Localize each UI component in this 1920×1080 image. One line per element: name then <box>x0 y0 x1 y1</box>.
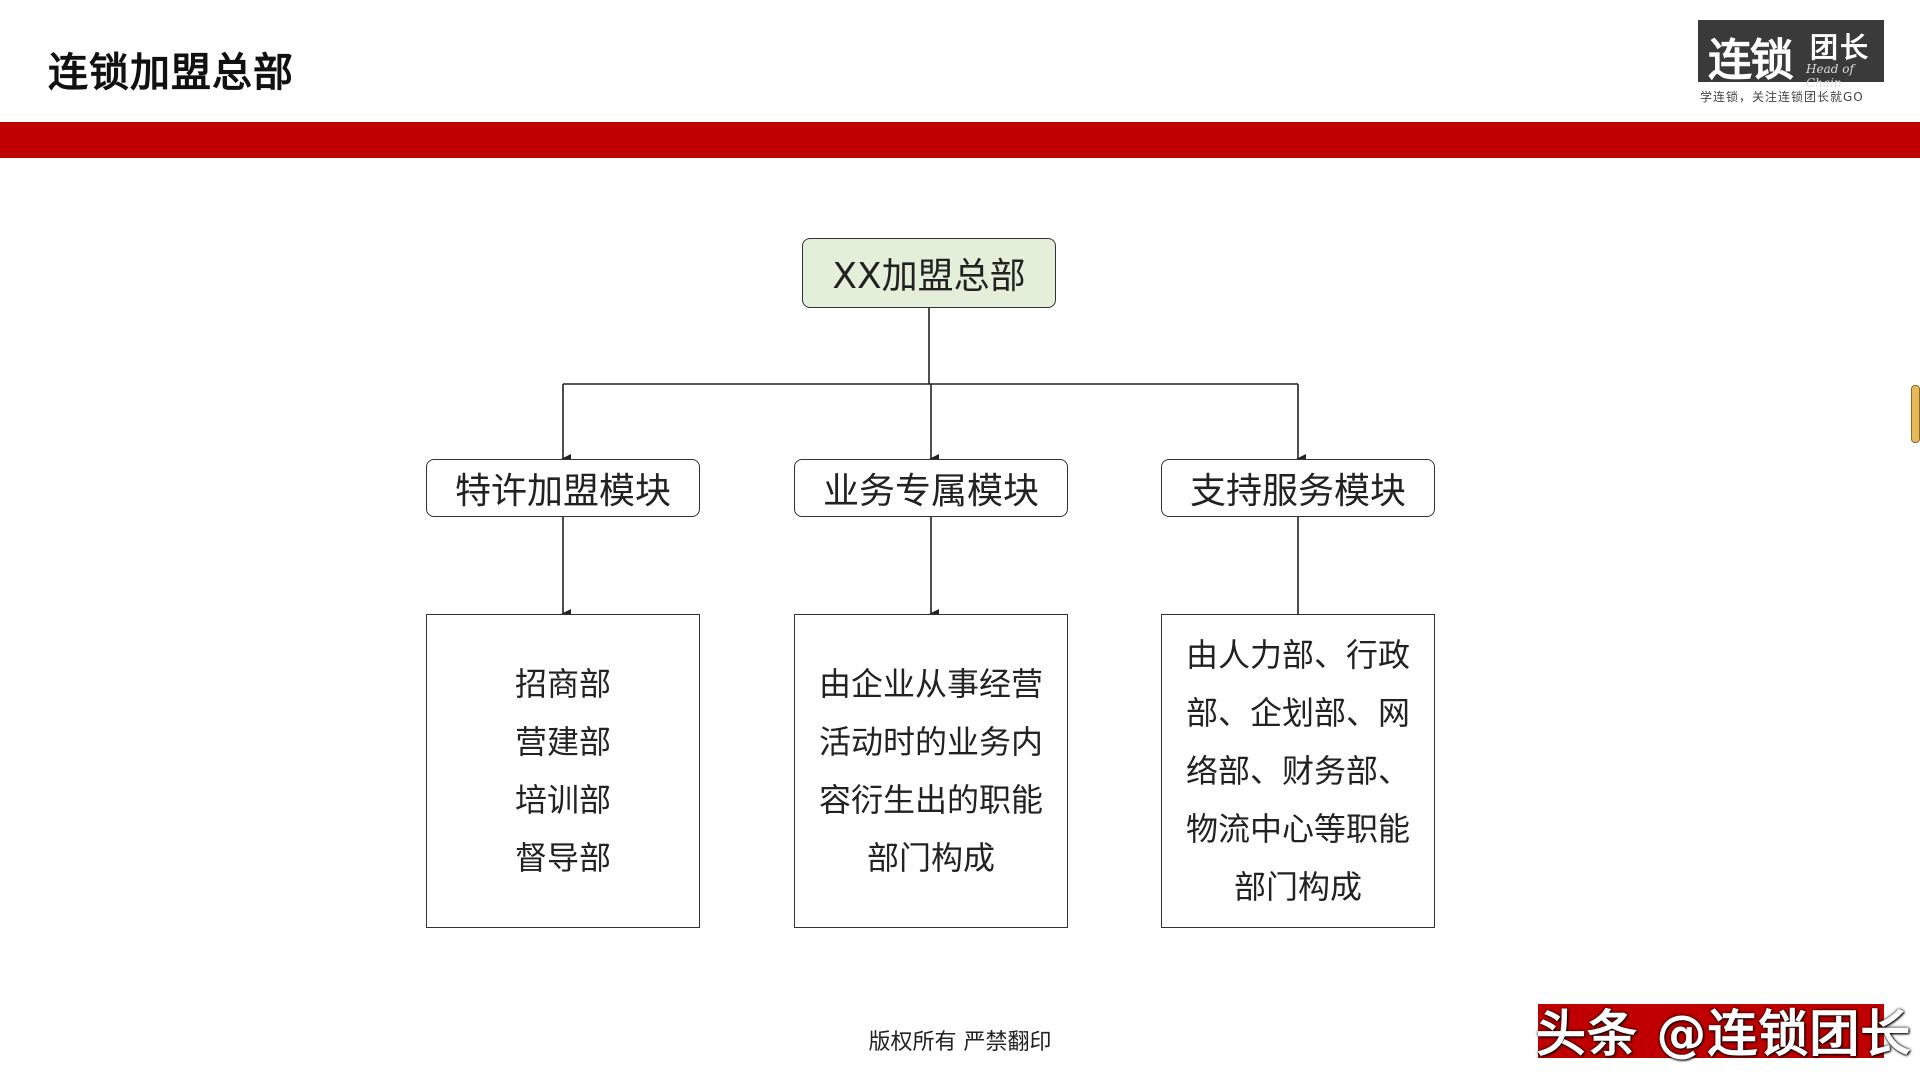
detail-line: 部、企划部、网 <box>1185 694 1410 732</box>
watermark-bar <box>1538 1004 1884 1058</box>
module-node-franchise: 特许加盟模块 <box>426 459 700 517</box>
detail-box-business: 由企业从事经营 活动时的业务内 容衍生出的职能 部门构成 <box>794 614 1068 928</box>
logo-box: 连锁 团长 Head of Chain <box>1698 20 1884 90</box>
detail-line: 部门构成 <box>866 839 995 877</box>
detail-text: 招商部 营建部 培训部 督导部 <box>495 655 631 887</box>
detail-box-support: 由人力部、行政 部、企划部、网 络部、财务部、 物流中心等职能 部门构成 <box>1161 614 1435 928</box>
logo-slogan: 学连锁，关注连锁团长就GO <box>1700 90 1864 104</box>
detail-line: 部门构成 <box>1233 868 1362 906</box>
footer-copyright: 版权所有 严禁翻印 <box>868 1030 1052 1055</box>
detail-text: 由人力部、行政 部、企划部、网 络部、财务部、 物流中心等职能 部门构成 <box>1166 626 1430 916</box>
detail-line: 容衍生出的职能 <box>818 781 1043 819</box>
detail-line: 活动时的业务内 <box>818 723 1043 761</box>
header-red-band <box>0 122 1920 158</box>
watermark-text: 头条 @连锁团长 <box>1536 1005 1912 1063</box>
module-node-business: 业务专属模块 <box>794 459 1068 517</box>
detail-line: 络部、财务部、 <box>1185 752 1410 790</box>
root-node: XX加盟总部 <box>802 238 1056 308</box>
logo-main-text: 连锁 <box>1708 35 1794 86</box>
brand-logo: 连锁 团长 Head of Chain 学连锁，关注连锁团长就GO <box>1698 20 1890 104</box>
module-node-support: 支持服务模块 <box>1161 459 1435 517</box>
logo-side-text: 团长 <box>1810 31 1871 64</box>
detail-box-franchise: 招商部 营建部 培训部 督导部 <box>426 614 700 928</box>
department-item: 招商部 <box>514 665 611 703</box>
department-item: 培训部 <box>514 781 611 819</box>
detail-line: 由人力部、行政 <box>1185 636 1410 674</box>
page-title: 连锁加盟总部 <box>48 50 294 96</box>
detail-line: 物流中心等职能 <box>1185 810 1410 848</box>
detail-text: 由企业从事经营 活动时的业务内 容衍生出的职能 部门构成 <box>799 655 1063 887</box>
detail-line: 由企业从事经营 <box>818 665 1043 703</box>
logo-english-text: Head of Chain <box>1806 62 1854 90</box>
department-item: 督导部 <box>514 839 611 877</box>
department-item: 营建部 <box>514 723 611 761</box>
